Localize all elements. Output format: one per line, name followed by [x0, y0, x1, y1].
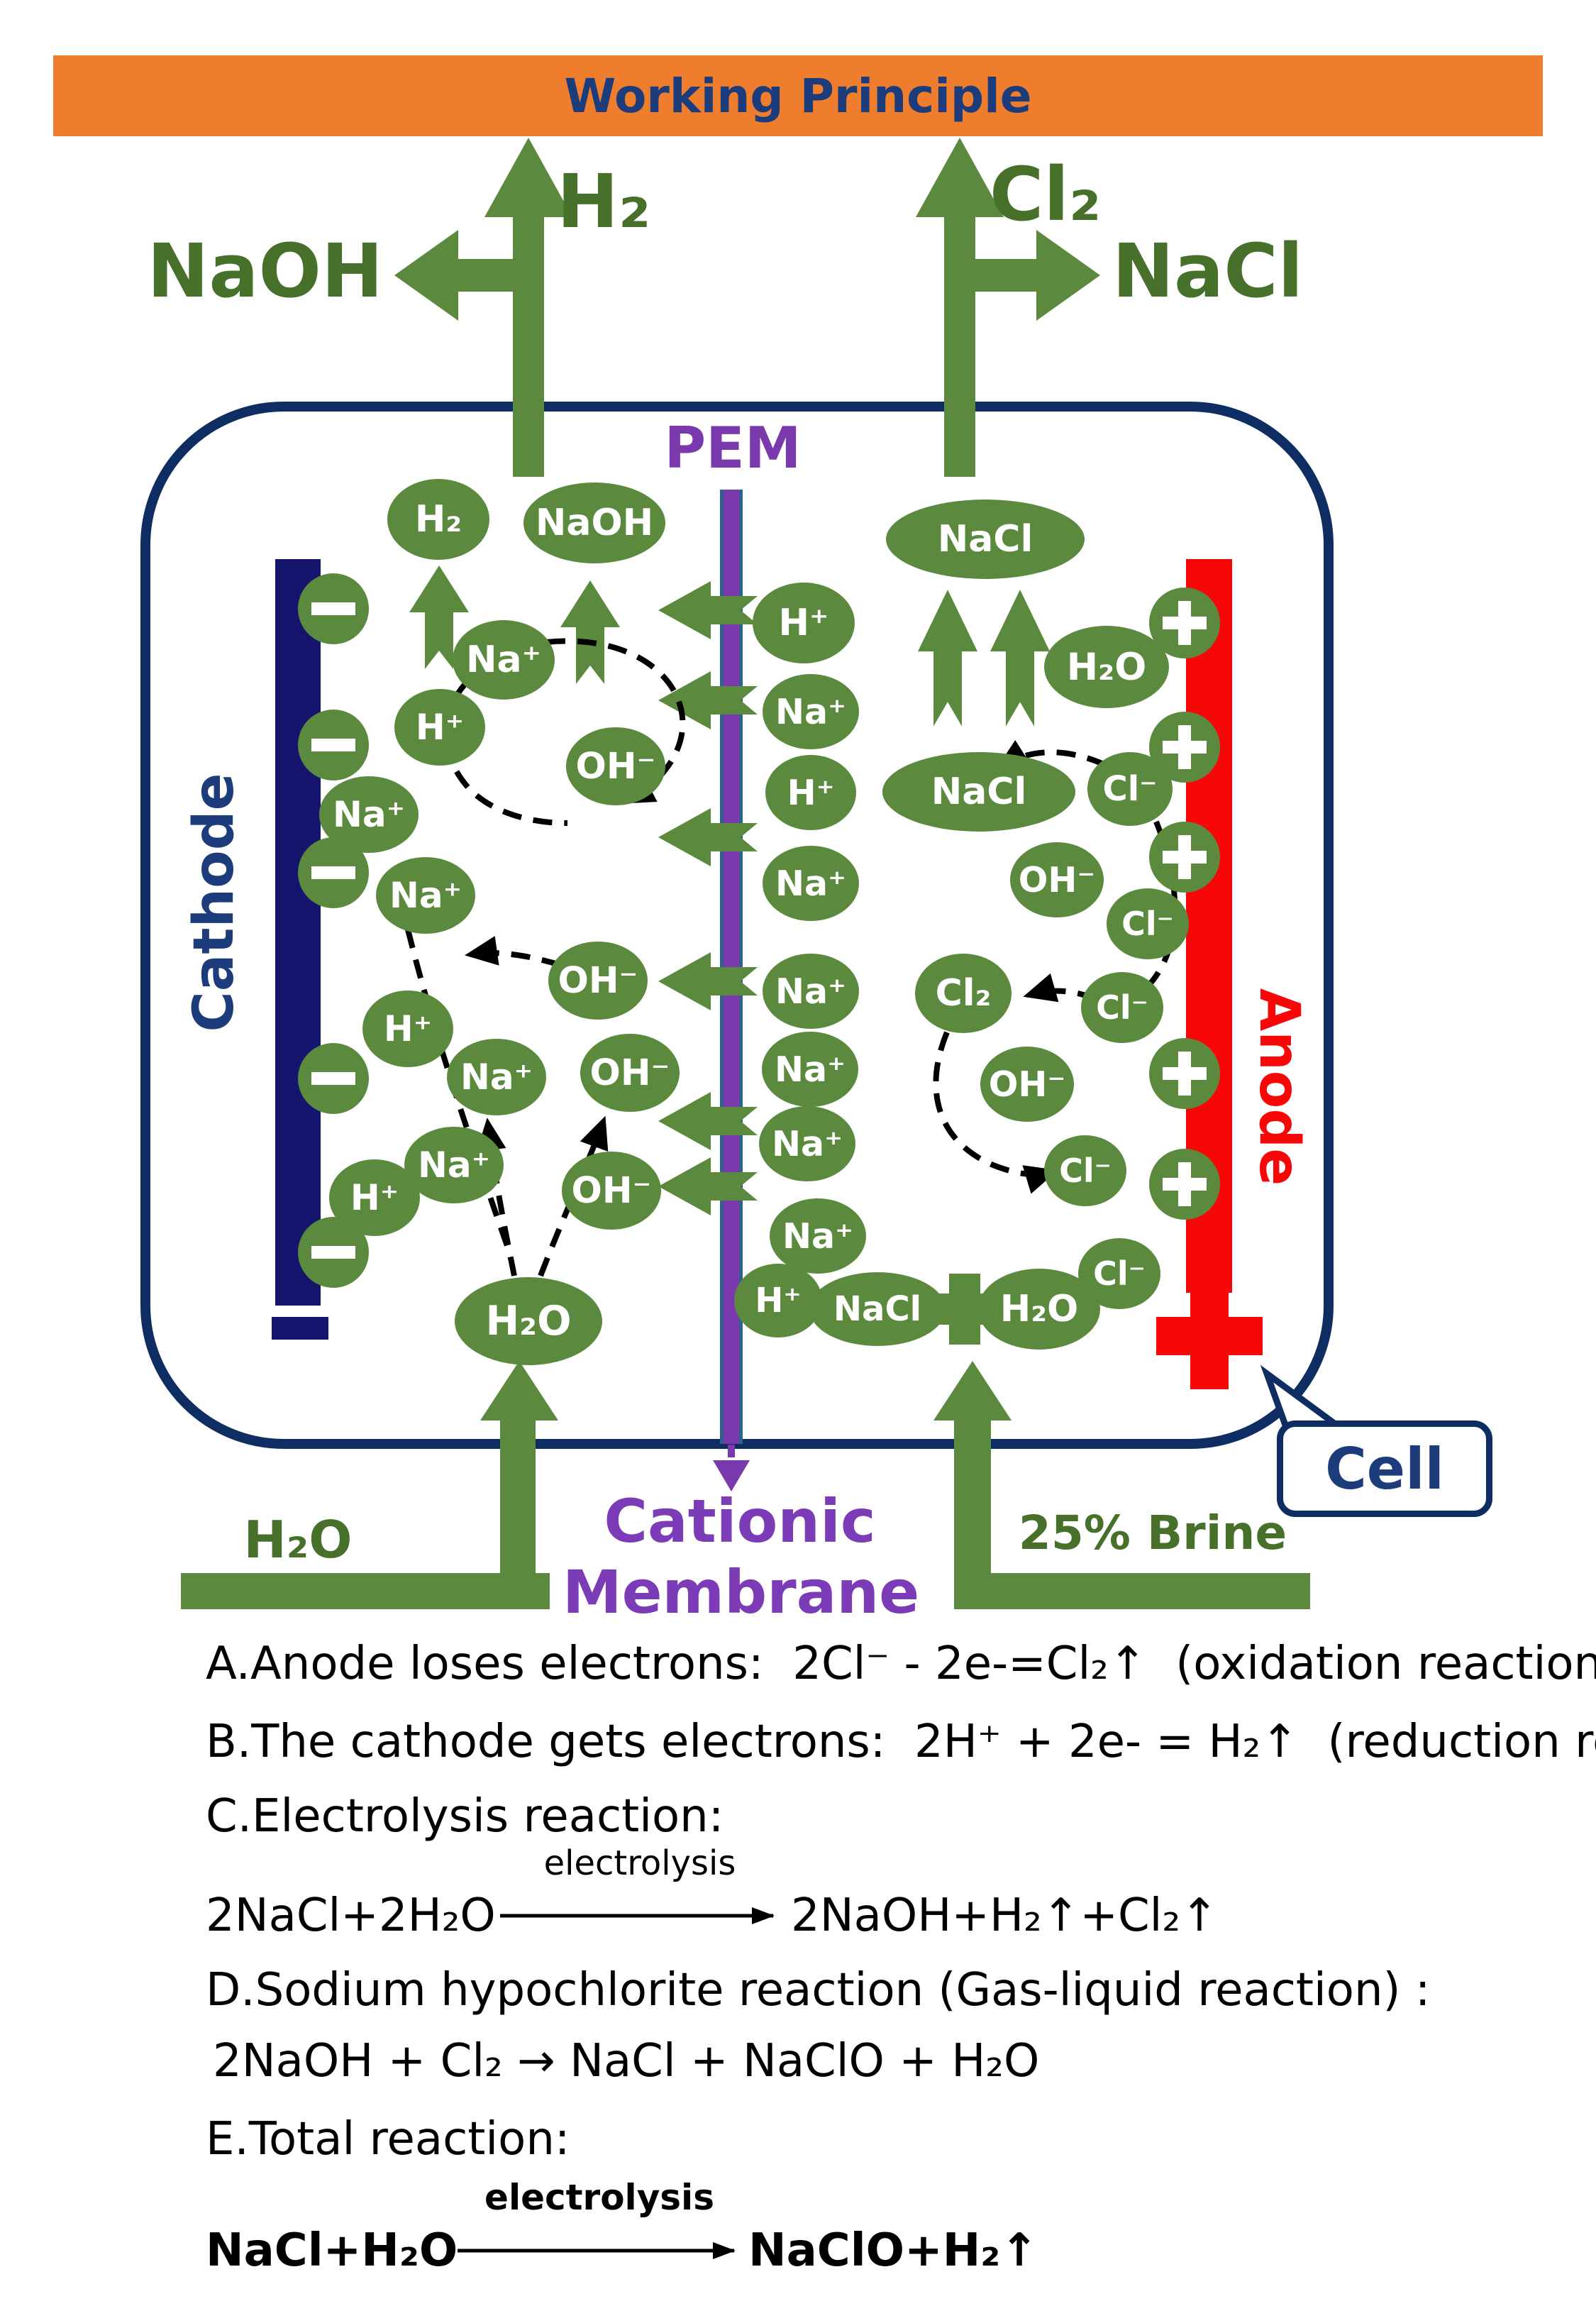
h2-flow-label: H₂	[557, 158, 651, 245]
plus-charge-badge	[1149, 822, 1220, 893]
plus-charge-badge	[1149, 587, 1220, 658]
reaction-e-condition: electrolysis	[484, 2177, 714, 2218]
ion-ellipse: OH⁻	[562, 1152, 661, 1230]
minus-charge-badge	[298, 573, 369, 644]
ion-ellipse: NaCl	[809, 1272, 946, 1346]
plus-charge-badge	[1149, 1038, 1220, 1109]
reaction-c-right: 2NaOH+H₂↑+Cl₂↑	[791, 1890, 1219, 1942]
ion-ellipse: Na⁺	[376, 857, 475, 934]
ion-ellipse: H₂	[387, 479, 489, 560]
cathode-minus-terminal	[272, 1317, 328, 1340]
ion-ellipse: Na⁺	[759, 1106, 855, 1181]
ion-ellipse: H⁺	[394, 689, 485, 766]
reaction-b: B.The cathode gets electrons: 2H⁺ + 2e- …	[206, 1716, 1596, 1768]
cell-callout: Cell	[1277, 1420, 1492, 1517]
ion-ellipse: Cl⁻	[1107, 888, 1189, 959]
cathode-label: Cathode	[182, 773, 246, 1032]
cl2-flow-label: Cl₂	[990, 151, 1102, 238]
ion-ellipse: Cl⁻	[1081, 972, 1163, 1043]
ion-ellipse: H⁺	[362, 991, 453, 1067]
anode-label: Anode	[1247, 988, 1311, 1186]
reaction-a: A.Anode loses electrons: 2Cl⁻ - 2e-=Cl₂↑…	[206, 1638, 1596, 1690]
membrane-caption-pointer	[713, 1445, 750, 1491]
h2-out-arrow	[484, 138, 572, 477]
ion-ellipse: H⁺	[765, 755, 856, 830]
ion-ellipse: NaCl	[882, 752, 1075, 832]
cl2-out-arrow	[916, 138, 1004, 477]
reaction-e-right: NaClO+H₂↑	[748, 2224, 1038, 2277]
ion-ellipse: Na⁺	[763, 954, 859, 1029]
ion-ellipse: OH⁻	[1010, 842, 1104, 917]
ion-ellipse: H₂O	[455, 1277, 602, 1365]
ion-ellipse: H⁺	[734, 1264, 822, 1337]
reaction-e-title: E.Total reaction:	[206, 2113, 570, 2166]
ion-ellipse: Cl₂	[915, 954, 1012, 1033]
nacl-flow-label: NaCl	[1112, 228, 1304, 314]
reaction-c-title: C.Electrolysis reaction:	[206, 1790, 724, 1843]
ion-ellipse: Na⁺	[453, 620, 555, 700]
water-feed-pipe	[181, 1361, 558, 1609]
minus-charge-badge	[298, 1043, 369, 1114]
ion-ellipse: Na⁺	[763, 674, 859, 749]
ion-ellipse: Na⁺	[762, 1032, 858, 1107]
membrane-caption-line1: Cationic	[604, 1486, 876, 1556]
membrane-caption-line2: Membrane	[563, 1557, 920, 1627]
ion-ellipse: H₂O	[1044, 626, 1169, 708]
ion-ellipse: OH⁻	[580, 1034, 680, 1112]
ion-ellipse: NaOH	[523, 482, 665, 563]
cell-callout-label: Cell	[1325, 1435, 1444, 1502]
pem-label: PEM	[664, 415, 802, 481]
plus-charge-badge	[1149, 712, 1220, 783]
ion-ellipse: Cl⁻	[1044, 1135, 1126, 1206]
brine-input-label: 25% Brine	[1018, 1506, 1287, 1560]
ion-ellipse: OH⁻	[566, 727, 665, 805]
ion-ellipse: OH⁻	[980, 1047, 1074, 1122]
reaction-d-title: D.Sodium hypochlorite reaction (Gas-liqu…	[206, 1964, 1431, 2017]
reaction-c-left: 2NaCl+2H₂O	[206, 1890, 496, 1942]
ion-ellipse: Na⁺	[404, 1127, 504, 1203]
water-input-label: H₂O	[243, 1510, 353, 1569]
plus-charge-badge	[1149, 1149, 1220, 1220]
plus-operator-vertical	[949, 1274, 980, 1345]
brine-feed-pipe	[933, 1361, 1310, 1609]
minus-charge-badge	[298, 1217, 369, 1288]
ion-ellipse: Na⁺	[770, 1198, 866, 1274]
ion-ellipse: Na⁺	[763, 846, 859, 921]
minus-charge-badge	[298, 710, 369, 780]
ion-ellipse: OH⁻	[548, 942, 648, 1020]
minus-charge-badge	[298, 837, 369, 908]
naoh-flow-label: NaOH	[147, 228, 383, 314]
ion-ellipse: Na⁺	[447, 1039, 546, 1115]
reaction-e-left: NaCl+H₂O	[206, 2224, 458, 2277]
nacl-out-arrow	[960, 230, 1100, 321]
reaction-c-condition: electrolysis	[543, 1843, 736, 1883]
cathode-electrode-bar	[275, 559, 321, 1306]
anode-plus-terminal	[1156, 1283, 1263, 1389]
naoh-out-arrow	[394, 230, 528, 321]
reaction-d-equation: 2NaOH + Cl₂ → NaCl + NaClO + H₂O	[213, 2035, 1040, 2087]
title-banner: Working Principle	[53, 55, 1543, 136]
ion-ellipse: NaCl	[886, 500, 1085, 579]
page-title: Working Principle	[564, 68, 1032, 123]
ion-ellipse: H⁺	[753, 583, 855, 663]
